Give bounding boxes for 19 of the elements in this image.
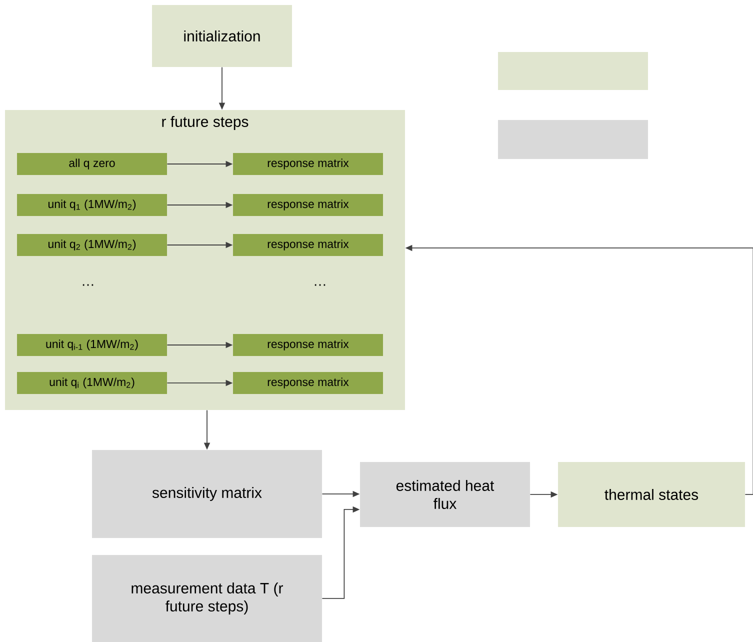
process-box: unit q$_{i}$ (1MW/m$_{2}$)	[17, 372, 167, 394]
process-box: response matrix	[233, 334, 383, 356]
ellipsis: …	[82, 284, 94, 286]
legend-box	[498, 120, 648, 159]
process-box: initialization	[152, 5, 292, 67]
process-box: response matrix	[233, 234, 383, 256]
process-box: sensitivity matrix	[92, 450, 322, 538]
process-box: measurement data T (r future steps)	[92, 554, 322, 642]
process-box: all q zero	[17, 153, 167, 175]
process-box: estimated heat flux	[360, 462, 530, 527]
process-box: response matrix	[233, 194, 383, 216]
ellipsis: …	[314, 284, 326, 286]
process-box: thermal states	[558, 462, 745, 527]
process-box: response matrix	[233, 153, 383, 175]
process-box: unit q$_{2}$ (1MW/m$_{2}$)	[17, 234, 167, 256]
process-box: unit q$_{i-1}$ (1MW/m$_{2}$)	[17, 334, 167, 356]
legend-box	[498, 52, 648, 90]
process-box: response matrix	[233, 372, 383, 394]
process-box: unit q$_{1}$ (1MW/m$_{2}$)	[17, 194, 167, 216]
